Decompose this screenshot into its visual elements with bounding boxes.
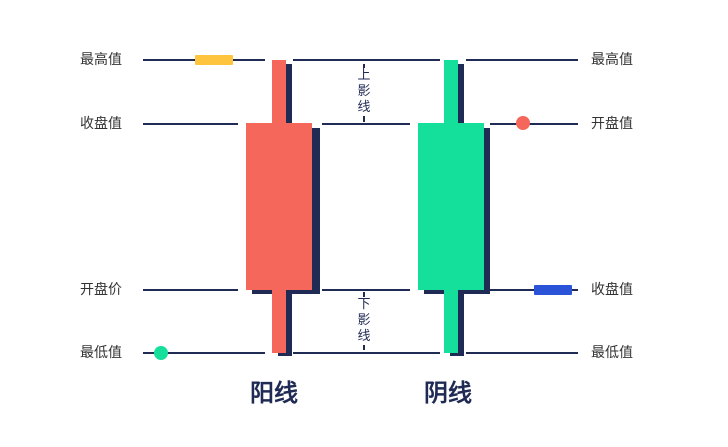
label-right-low: 最低值 (591, 345, 633, 361)
bull-candle (246, 60, 320, 356)
bear-candle-title: 阴线 (424, 379, 472, 407)
upper-shadow-char-1: 上 (356, 68, 372, 84)
upper-shadow-char-2: 影 (356, 84, 372, 100)
label-left-low: 最低值 (80, 345, 122, 361)
bear-candle (418, 60, 490, 356)
label-right-high: 最高值 (591, 52, 633, 68)
lower-shadow-char-1: 下 (356, 297, 372, 313)
label-left-high: 最高值 (80, 52, 122, 68)
label-right-open: 开盘值 (591, 116, 633, 132)
label-right-close: 收盘值 (591, 282, 633, 298)
bull-candle-title: 阳线 (250, 379, 298, 407)
bear-body (418, 123, 484, 290)
lower-shadow-char-3: 线 (356, 329, 372, 345)
marker-open-dot (516, 116, 530, 130)
lower-shadow-char-2: 影 (356, 313, 372, 329)
marker-close-bar (534, 285, 572, 295)
bull-body (246, 123, 312, 290)
marker-low-dot (154, 346, 168, 360)
marker-high-bar (195, 55, 233, 65)
label-left-open: 开盘价 (80, 282, 122, 298)
upper-shadow-char-3: 线 (356, 100, 372, 116)
label-left-close: 收盘值 (80, 116, 122, 132)
